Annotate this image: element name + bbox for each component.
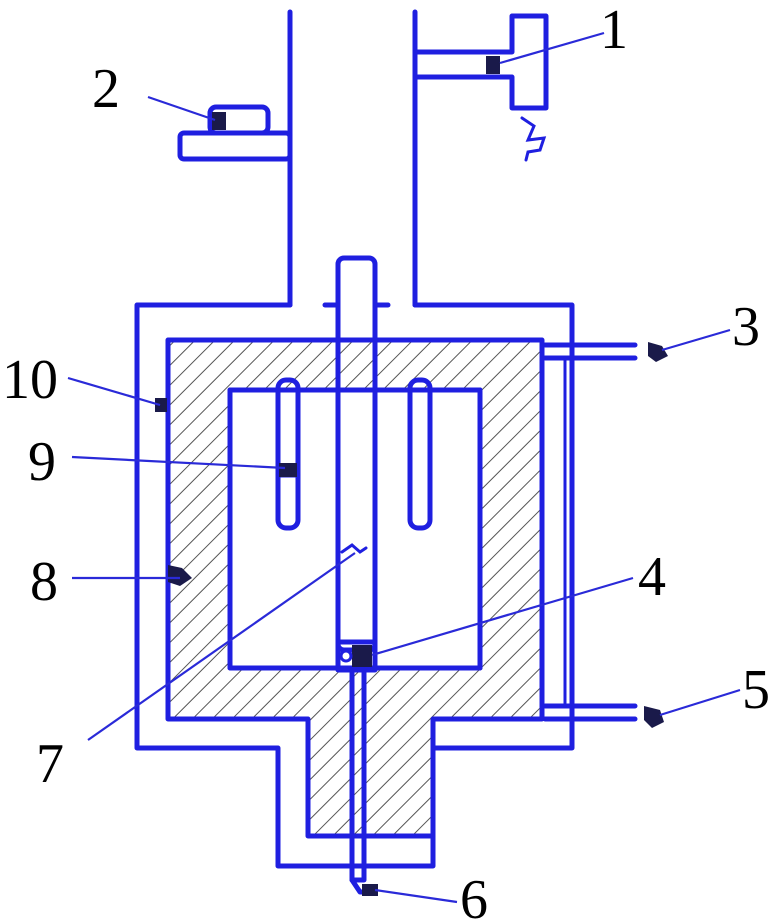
label-7: 7 [36, 733, 64, 795]
label-8: 8 [30, 551, 58, 613]
inner-chamber [227, 387, 483, 671]
label-4: 4 [638, 546, 666, 608]
label-9: 9 [28, 431, 56, 493]
insulation-layer [165, 337, 545, 839]
bottom-stem [349, 667, 378, 896]
label-3: 3 [732, 296, 760, 358]
label-6: 6 [460, 869, 488, 921]
valve-2 [177, 104, 293, 162]
valve-1 [412, 13, 549, 162]
side-ports [542, 342, 638, 722]
label-10: 10 [2, 349, 58, 411]
markers [155, 342, 668, 728]
leader-lines [67, 31, 741, 904]
label-2: 2 [92, 58, 120, 120]
label-1: 1 [600, 0, 628, 61]
label-5: 5 [742, 659, 770, 721]
top-pipes [287, 9, 418, 308]
inner-tubes [275, 377, 433, 531]
central-rod [335, 255, 378, 673]
